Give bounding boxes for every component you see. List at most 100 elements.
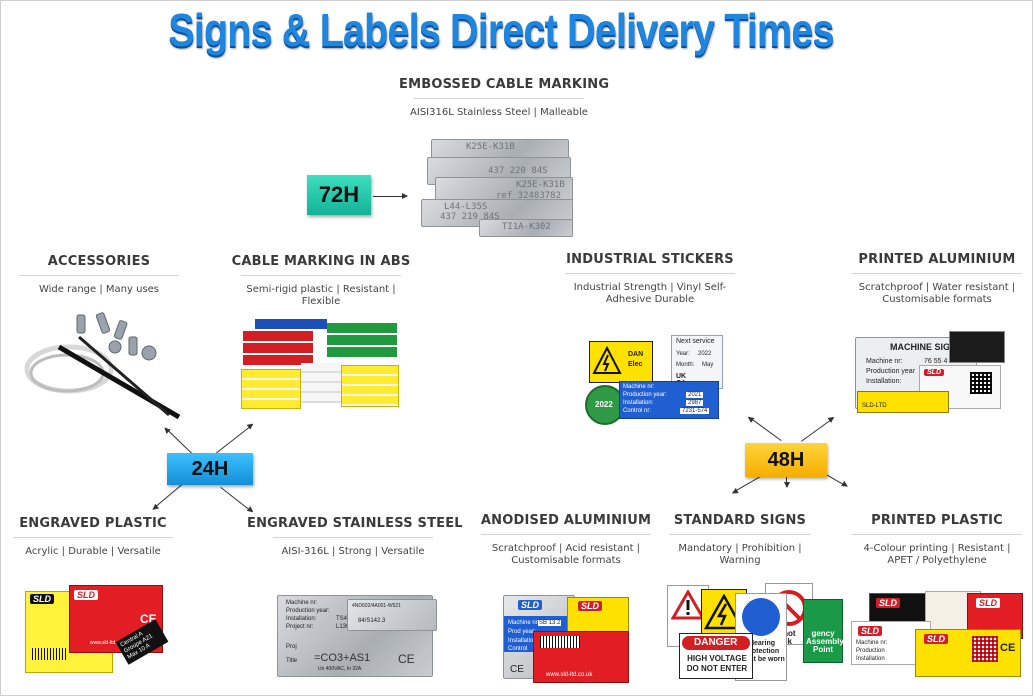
tag-text: 437 219 84S xyxy=(440,212,500,222)
steel-machine-label: Machine nr: xyxy=(286,600,318,606)
plastic-installation-label: Installation xyxy=(856,656,885,662)
section-description: 4-Colour printing | Resistant | APET / P… xyxy=(863,543,1011,566)
arrow-48h-up-left xyxy=(748,416,782,441)
production-value: 2021 xyxy=(686,392,704,398)
green-sticker-year: 2022 xyxy=(595,400,613,409)
tag-text: K25E-K31B xyxy=(516,180,565,190)
section-description: Mandatory | Prohibition | Warning xyxy=(678,543,802,566)
divider xyxy=(669,534,811,535)
exclamation-warning-icon xyxy=(671,590,705,620)
divider xyxy=(273,537,433,538)
high-voltage-text: HIGH VOLTAGE DO NOT ENTER xyxy=(686,654,748,673)
tag-text: 437 220 84S xyxy=(488,166,548,176)
steel-title-text: Title xyxy=(286,658,298,664)
abs-marker-red xyxy=(243,331,313,341)
section-embossed-cable-marking: EMBOSSED CABLE MARKING AISI316L Stainles… xyxy=(399,77,609,119)
sld-logo: SLD xyxy=(876,598,900,608)
section-heading: ANODISED ALUMINIUM xyxy=(480,513,652,528)
steel-project-value: L130 xyxy=(336,624,350,630)
abs-marker-green xyxy=(327,347,397,357)
steel-engraved-code: =CO3+AS1 xyxy=(314,652,371,664)
badge-24h: 24H xyxy=(167,453,253,485)
engraved-plastic-image: SLD SLD CE www.sld-ltd.co.uk Central A G… xyxy=(25,581,169,677)
assembly-point-sign: gency Assembly Point xyxy=(803,599,844,663)
tag-text: K25E-K31B xyxy=(466,142,515,152)
embossed-tag: TI1A-K302 xyxy=(479,219,573,237)
control-label: Control nr: xyxy=(623,408,652,414)
danger-text: DANGER xyxy=(694,637,738,648)
anod-machine-value: SB 13 2 xyxy=(538,620,562,626)
divider xyxy=(241,275,401,276)
section-heading: PRINTED PLASTIC xyxy=(871,513,1003,528)
abs-markers-white xyxy=(301,363,341,403)
sticker-danger-text: DAN Elec xyxy=(628,351,644,368)
section-heading: ENGRAVED STAINLESS STEEL xyxy=(247,516,463,531)
sld-logo: SLD xyxy=(976,598,1000,608)
section-description: Scratchproof | Acid resistant | Customis… xyxy=(491,543,641,566)
section-heading: STANDARD SIGNS xyxy=(673,513,807,528)
barcode xyxy=(540,636,580,648)
assembly-point-text: gency Assembly Point xyxy=(806,629,844,654)
section-description: Wide range | Many uses xyxy=(38,284,160,295)
arrow-24h-up-right xyxy=(213,424,254,456)
accessories-image xyxy=(19,307,189,420)
abs-marker-red xyxy=(243,343,313,353)
next-service-label: Next service xyxy=(676,338,715,345)
arrow-72h xyxy=(373,193,408,199)
qr-code xyxy=(972,636,998,662)
section-engraved-stainless-steel: ENGRAVED STAINLESS STEEL AISI-316L | Str… xyxy=(247,516,463,558)
abs-marker-green xyxy=(327,323,397,333)
barcode xyxy=(32,648,68,660)
plastic-production-label: Production xyxy=(856,648,885,654)
mandatory-ear-protection-icon xyxy=(742,598,780,636)
red-anodised-plate: www.sld-ltd.co.uk xyxy=(533,631,629,683)
anod-prod-label: Prod year: xyxy=(508,629,536,635)
section-industrial-stickers: INDUSTRIAL STICKERS Industrial Strength … xyxy=(557,252,743,306)
steel-project-label: Project nr: xyxy=(286,624,314,630)
qr-code xyxy=(970,372,992,394)
section-printed-plastic: PRINTED PLASTIC 4-Colour printing | Resi… xyxy=(847,513,1027,567)
steel-installation-value: TS4 xyxy=(336,616,348,622)
next-service-sticker: Next service Year: 2022 Month: May UK CA xyxy=(671,335,723,389)
electric-hazard-icon xyxy=(592,346,622,374)
steel-plate2-code: 4ND602/4A001-W521 xyxy=(352,603,401,609)
divider xyxy=(852,534,1022,535)
control-value: 7231-574 xyxy=(680,408,710,414)
industrial-stickers-image: DAN Elec Next service Year: 2022 Month: … xyxy=(585,335,723,425)
arrow-24h-down-right xyxy=(220,487,253,513)
divider xyxy=(19,275,179,276)
anod-installation-label: Installation: xyxy=(508,638,539,644)
section-heading: INDUSTRIAL STICKERS xyxy=(566,252,734,267)
alu-production-label: Production year xyxy=(866,368,916,375)
divider xyxy=(481,534,651,535)
section-description: Semi-rigid plastic | Resistant | Flexibl… xyxy=(246,284,396,307)
month-label: Month: xyxy=(676,362,695,368)
steel-plate2-ref: 84/S142.3 xyxy=(358,618,386,624)
badge-72h: 72H xyxy=(307,175,371,215)
production-label: Production year: xyxy=(623,392,667,398)
alu-installation-label: Installation: xyxy=(866,378,902,385)
steel-proj-text: Proj xyxy=(286,644,297,650)
website-text: www.sld-ltd.co.uk xyxy=(546,672,593,678)
standard-signs-image: o not lock gency Assembly Point Hearing … xyxy=(667,581,844,681)
electric-hazard-icon xyxy=(704,594,744,630)
website-text: www.sld-ltd.co.uk xyxy=(90,640,129,646)
section-description: Scratchproof | Water resistant | Customi… xyxy=(858,282,1016,305)
section-anodised-aluminium: ANODISED ALUMINIUM Scratchproof | Acid r… xyxy=(475,513,657,567)
anod-machine-label: Machine nr: xyxy=(508,620,540,626)
sld-logo: SLD xyxy=(858,626,882,636)
machine-label: Machine nr: xyxy=(623,384,655,390)
section-description: AISI-316L | Strong | Versatile xyxy=(281,546,425,557)
plastic-machine-label: Machine nr: xyxy=(856,640,888,646)
divider xyxy=(852,273,1022,274)
alu-machine-value: 76 55 4 xyxy=(924,358,948,365)
ce-mark: CE xyxy=(510,664,524,675)
inspection-sticker-green: 2022 xyxy=(585,385,625,425)
abs-marker-blue xyxy=(255,319,327,329)
sld-logo: SLD xyxy=(518,600,542,610)
abs-markers-yellow xyxy=(241,369,301,409)
badge-48h: 48H xyxy=(745,443,827,477)
section-accessories: ACCESSORIES Wide range | Many uses xyxy=(19,254,179,296)
machine-sign-text: MACHINE SIG xyxy=(890,342,951,352)
